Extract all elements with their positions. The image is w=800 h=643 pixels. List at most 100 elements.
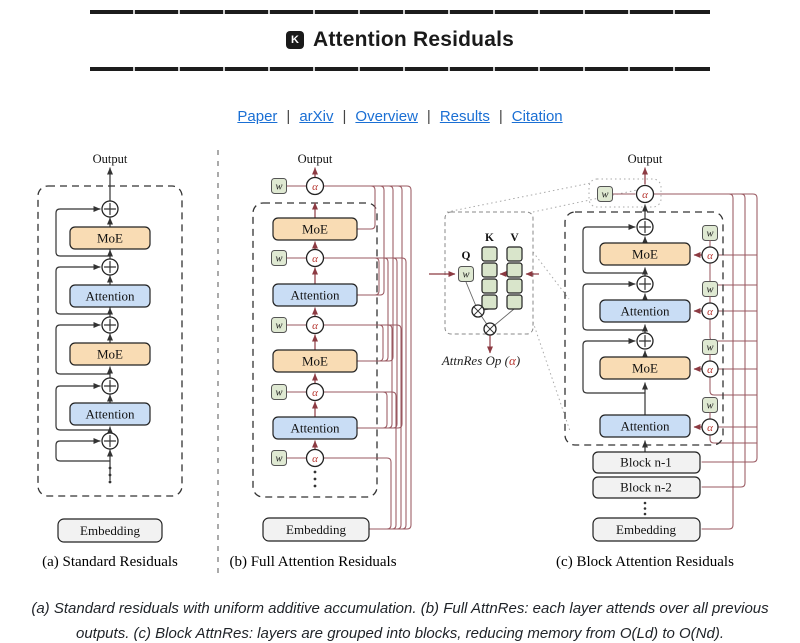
figure-caption-line2: outputs. (c) Block AttnRes: layers are g… <box>75 624 725 642</box>
attnres-op-inset: K V Q w <box>429 182 638 432</box>
w-alpha-side: w α <box>693 281 719 320</box>
k-label: K <box>485 232 494 244</box>
svg-text:w: w <box>462 270 469 281</box>
svg-text:α: α <box>312 387 318 399</box>
w-alpha-row: w α <box>597 184 655 204</box>
output-label: Output <box>93 152 128 166</box>
svg-text:Attention: Attention <box>85 289 135 304</box>
keras-logo-icon: K <box>286 31 304 49</box>
w-alpha-side: w α <box>693 225 719 264</box>
matmul-node <box>483 322 497 336</box>
header-bottom-rule <box>90 67 710 71</box>
alpha-node <box>305 176 325 196</box>
attention-box: Attention <box>272 416 358 440</box>
nav-links: Paper | arXiv | Overview | Results | Citation <box>0 108 800 125</box>
svg-text:Block n-1: Block n-1 <box>620 455 672 470</box>
w-gate-box <box>271 317 287 333</box>
moe-box: MoE <box>69 342 151 366</box>
alpha-node <box>701 360 719 378</box>
svg-text:MoE: MoE <box>632 361 658 376</box>
v-label: V <box>510 232 519 244</box>
panel-b-caption: (b) Full Attention Residuals <box>229 554 396 570</box>
attention-box: Attention <box>69 402 151 426</box>
svg-text:w: w <box>275 321 282 332</box>
svg-text:Embedding: Embedding <box>616 522 676 537</box>
attention-box: Attention <box>69 284 151 308</box>
attention-box: Attention <box>599 414 691 438</box>
inset-arrows <box>429 271 539 354</box>
w-alpha-row: w α <box>271 382 325 402</box>
alpha-node <box>305 382 325 402</box>
add-nodes <box>636 218 654 350</box>
svg-text:α: α <box>642 189 648 201</box>
svg-text:Attention: Attention <box>620 419 670 434</box>
embedding-box: Embedding <box>57 518 163 543</box>
w-alpha-side: w α <box>693 339 719 378</box>
w-gate-box <box>271 450 287 466</box>
vertical-ellipsis <box>313 470 317 488</box>
nav-link-paper[interactable]: Paper <box>237 108 278 125</box>
panel-a-caption: (a) Standard Residuals <box>42 554 178 570</box>
vertical-ellipsis <box>108 466 112 484</box>
figure-caption: (a) Standard residuals with uniform addi… <box>10 597 790 643</box>
plus-node <box>636 275 654 293</box>
vertical-ellipsis <box>643 501 647 516</box>
k-cells <box>481 246 498 310</box>
residual-skip-lines <box>55 206 111 462</box>
svg-text:α: α <box>312 253 318 265</box>
svg-text:MoE: MoE <box>302 222 328 237</box>
w-alpha-row: w α <box>271 248 325 268</box>
nav-link-citation[interactable]: Citation <box>511 108 563 125</box>
panel-c: Output <box>556 152 758 570</box>
residual-skip-lines <box>582 224 646 394</box>
plus-node <box>101 377 119 395</box>
w-gate-box <box>271 250 287 266</box>
plus-node <box>101 200 119 218</box>
nav-separator: | <box>426 108 431 125</box>
svg-text:w: w <box>706 229 713 240</box>
plus-node <box>636 218 654 236</box>
svg-text:Attention: Attention <box>85 407 135 422</box>
svg-text:α: α <box>312 453 318 465</box>
svg-text:w: w <box>275 454 282 465</box>
svg-text:Embedding: Embedding <box>80 523 140 538</box>
figure-caption-line1: (a) Standard residuals with uniform addi… <box>31 600 769 617</box>
alpha-node <box>305 315 325 335</box>
nav-link-overview[interactable]: Overview <box>355 108 418 125</box>
moe-box: MoE <box>272 349 358 373</box>
nav-separator: | <box>342 108 347 125</box>
w-gate-box <box>458 266 474 282</box>
svg-text:MoE: MoE <box>97 347 123 362</box>
plus-node <box>101 316 119 334</box>
nav-link-arxiv[interactable]: arXiv <box>299 108 334 125</box>
alpha-node <box>305 448 325 468</box>
block-boundary <box>564 211 724 446</box>
nav-separator: | <box>286 108 291 125</box>
alpha-node <box>305 248 325 268</box>
q-label: Q <box>462 250 471 262</box>
moe-box: MoE <box>272 217 358 241</box>
inset-boundary <box>444 211 534 335</box>
plus-node <box>101 258 119 276</box>
nav-link-results[interactable]: Results <box>439 108 490 125</box>
svg-text:α: α <box>707 306 713 318</box>
magnified-region-outline <box>588 178 662 208</box>
moe-box: MoE <box>599 242 691 266</box>
output-label: Output <box>298 152 333 166</box>
nav-separator: | <box>498 108 503 125</box>
matmul-node <box>471 304 485 318</box>
svg-text:Attention: Attention <box>620 304 670 319</box>
page-header: K Attention Residuals <box>0 28 800 52</box>
panel-a: Output <box>37 152 183 570</box>
alpha-node <box>701 418 719 436</box>
panel-c-caption: (c) Block Attention Residuals <box>556 554 734 570</box>
figure: Output <box>0 145 800 588</box>
moe-box: MoE <box>599 356 691 380</box>
svg-text:α: α <box>707 364 713 376</box>
plus-node <box>636 332 654 350</box>
architecture-diagram: Output <box>37 150 758 575</box>
w-alpha-row: w α <box>271 448 325 468</box>
svg-text:Embedding: Embedding <box>286 522 346 537</box>
panel-b: Output <box>229 152 412 570</box>
